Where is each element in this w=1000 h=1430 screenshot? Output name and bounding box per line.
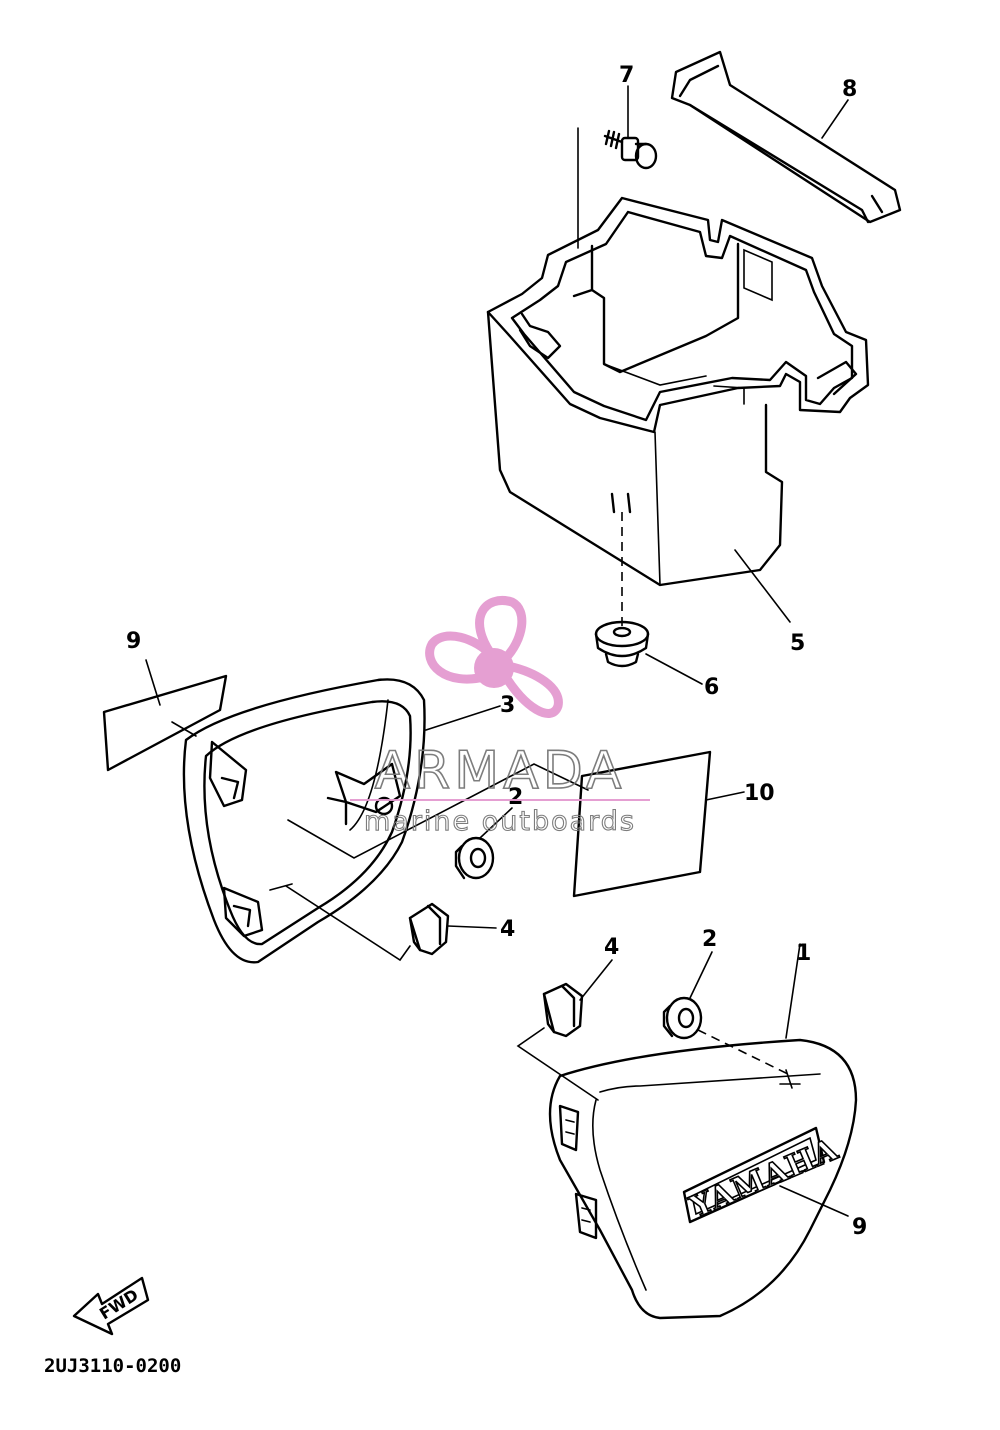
part-code: 2UJ3110-0200 bbox=[44, 1355, 181, 1377]
propeller-logo bbox=[425, 596, 563, 718]
grommet-part-6 bbox=[594, 620, 650, 668]
damper-axis bbox=[697, 1029, 793, 1077]
strip-to-cover bbox=[171, 721, 197, 737]
side-cover-part-1: YAMAHA bbox=[548, 1038, 858, 1320]
callout-10: 10 bbox=[744, 781, 775, 806]
fwd-arrow: FWD bbox=[72, 1276, 150, 1336]
watermark-tagline: marine outboards bbox=[364, 806, 636, 837]
callout-1: 1 bbox=[796, 941, 811, 966]
leader-5 bbox=[734, 549, 791, 623]
leader-4-left bbox=[447, 925, 497, 929]
callout-5: 5 bbox=[790, 631, 805, 656]
leader-3 bbox=[425, 705, 501, 731]
sheet-part-10 bbox=[572, 750, 712, 898]
leader-2-right bbox=[689, 951, 713, 999]
damper-part-2-left bbox=[454, 836, 495, 880]
callout-6: 6 bbox=[704, 675, 719, 700]
leader-2-left bbox=[479, 807, 513, 839]
emblem-strip-part-9-left bbox=[102, 674, 228, 772]
plug-part-4-right bbox=[542, 982, 584, 1038]
watermark: ARMADA marine outboards bbox=[350, 596, 650, 838]
battery-box-part-5 bbox=[486, 196, 870, 587]
leader-1 bbox=[785, 943, 801, 1039]
callout-4-right: 4 bbox=[604, 935, 619, 960]
cover-bracket-lines bbox=[287, 763, 589, 859]
bolt-part-7 bbox=[603, 129, 658, 170]
plug-bracket bbox=[516, 1027, 599, 1101]
leader-9-right bbox=[779, 1185, 849, 1217]
cover-bracket-lines-2 bbox=[285, 885, 411, 962]
callout-9-right: 9 bbox=[852, 1215, 867, 1240]
side-cover-part-3 bbox=[182, 678, 426, 964]
plug-part-4-left bbox=[408, 902, 450, 956]
callout-2-left: 2 bbox=[508, 785, 523, 810]
leader-10 bbox=[705, 791, 745, 801]
callout-3: 3 bbox=[500, 693, 515, 718]
callout-9-left: 9 bbox=[126, 629, 141, 654]
callout-7: 7 bbox=[619, 63, 634, 88]
leader-9-left bbox=[145, 659, 161, 706]
callout-4-left: 4 bbox=[500, 917, 515, 942]
leader-4-right bbox=[579, 959, 613, 1001]
watermark-brand: ARMADA bbox=[375, 741, 626, 801]
leader-8 bbox=[821, 99, 849, 139]
leader-6 bbox=[645, 653, 703, 685]
callout-8: 8 bbox=[842, 77, 857, 102]
callout-2-right: 2 bbox=[702, 927, 717, 952]
damper-part-2-right bbox=[662, 996, 703, 1040]
battery-band-part-8 bbox=[670, 50, 902, 224]
